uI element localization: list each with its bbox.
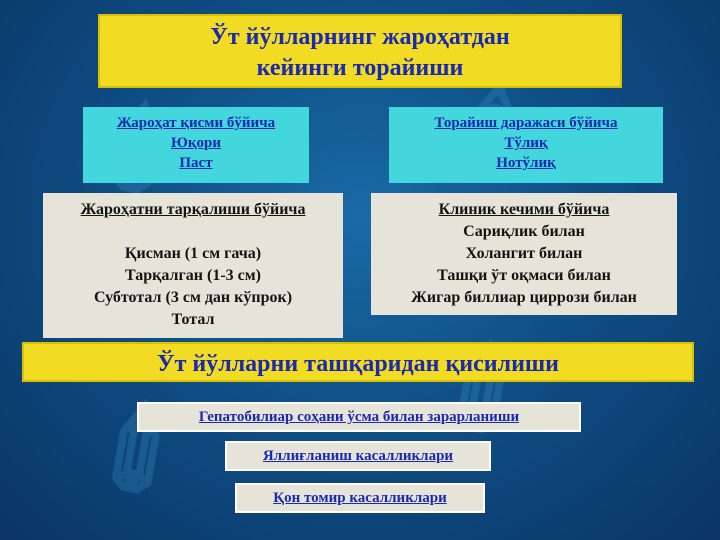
title-line: кейинги торайиши: [256, 55, 464, 81]
by-clinical-item: Жигар биллиар циррози билан: [411, 289, 637, 306]
by-degree-box: Торайиш даражаси бўйича Тўлиқ Нотўлиқ: [389, 107, 663, 183]
by-clinical-box: Клиник кечими бўйича Сариқлик билан Хола…: [371, 193, 677, 315]
cause-box: Яллиғланиш касалликлари: [225, 441, 491, 471]
by-extent-box: Жароҳатни тарқалиши бўйича Қисман (1 см …: [43, 193, 343, 338]
cause-box: Гепатобилиар соҳани ўсма билан зарарлани…: [137, 402, 581, 432]
by-extent-item: Тарқалган (1-3 см): [125, 267, 261, 284]
by-clinical-heading: Клиник кечими бўйича: [438, 201, 610, 218]
by-extent-item: Тотал: [171, 311, 215, 328]
by-clinical-item: Холангит билан: [465, 245, 583, 262]
by-site-box: Жароҳат қисми бўйича Юқори Паст: [83, 107, 309, 183]
watermark-glyph: ✐: [68, 377, 215, 532]
title-line: Ўт йўлларнинг жароҳатдан: [210, 24, 510, 50]
by-extent-item: Субтотал (3 см дан кўпрок): [93, 289, 293, 306]
by-degree-item: Тўлиқ: [504, 135, 548, 151]
by-degree-heading: Торайиш даражаси бўйича: [434, 115, 618, 131]
by-clinical-item: Ташқи ўт оқмаси билан: [437, 267, 611, 284]
external-compression-banner: Ўт йўлларни ташқаридан қисилиши: [22, 342, 694, 382]
title-box: Ўт йўлларнинг жароҳатдан кейинги торайиш…: [98, 14, 622, 88]
by-extent-item: Қисман (1 см гача): [124, 245, 262, 262]
by-site-item: Юқори: [170, 135, 222, 151]
cause-box: Қон томир касалликлари: [235, 483, 485, 513]
by-clinical-item: Сариқлик билан: [463, 223, 585, 240]
by-extent-heading: Жароҳатни тарқалиши бўйича: [80, 201, 306, 218]
by-degree-item: Нотўлиқ: [496, 155, 556, 171]
by-site-heading: Жароҳат қисми бўйича: [116, 115, 276, 131]
by-site-item: Паст: [179, 155, 213, 171]
